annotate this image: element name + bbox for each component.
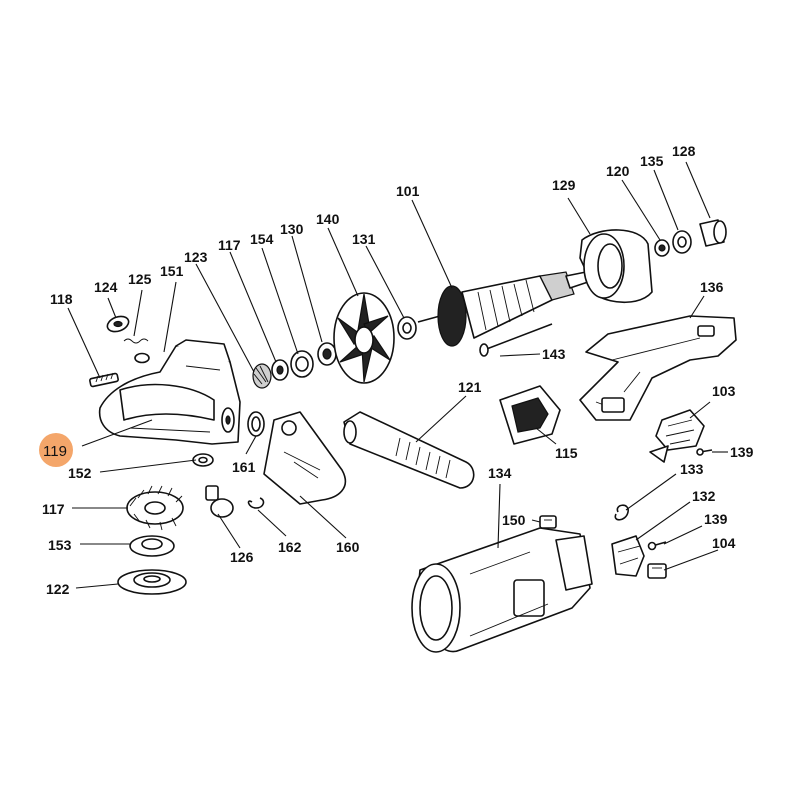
- part-140-fan: [333, 292, 395, 384]
- part-151-washer: [134, 352, 150, 364]
- part-139-screw-upper: [696, 448, 713, 456]
- label-117-lower[interactable]: 117: [42, 501, 65, 517]
- part-101-armature: [417, 271, 589, 347]
- label-115[interactable]: 115: [555, 445, 578, 461]
- part-103-switch: [649, 409, 705, 463]
- part-labels: 118 124 125 151 123 117 154 130 140 131 …: [39, 143, 754, 597]
- part-121-side-handle: [343, 411, 475, 489]
- label-162[interactable]: 162: [278, 539, 302, 555]
- part-131-washer: [397, 316, 417, 340]
- part-120-bearing: [654, 239, 670, 257]
- label-130[interactable]: 130: [280, 221, 304, 237]
- part-117-bearing-upper: [271, 359, 289, 381]
- label-133[interactable]: 133: [680, 461, 704, 477]
- label-150[interactable]: 150: [502, 512, 526, 528]
- highlighted-part-marker[interactable]: 119: [39, 433, 73, 467]
- label-118[interactable]: 118: [50, 291, 73, 307]
- part-150-brush: [539, 515, 557, 529]
- label-139-upper[interactable]: 139: [730, 444, 754, 460]
- label-126[interactable]: 126: [230, 549, 254, 565]
- part-160-guard: [263, 411, 347, 505]
- leader-lines: [67, 161, 728, 589]
- part-152-washer: [192, 453, 214, 467]
- label-153[interactable]: 153: [48, 537, 72, 553]
- label-152[interactable]: 152: [68, 465, 92, 481]
- part-143-screw: [479, 323, 553, 357]
- label-103[interactable]: 103: [712, 383, 736, 399]
- part-139-screw-lower: [647, 541, 667, 551]
- part-104-brush: [647, 563, 667, 579]
- label-123[interactable]: 123: [184, 249, 208, 265]
- part-123-pinion: [252, 363, 272, 389]
- label-101[interactable]: 101: [396, 183, 420, 199]
- highlight-circle: [39, 433, 73, 467]
- part-132-brush-holder: [611, 535, 645, 577]
- part-162-clip: [247, 497, 265, 509]
- label-125[interactable]: 125: [128, 271, 152, 287]
- label-136[interactable]: 136: [700, 279, 724, 295]
- label-134[interactable]: 134: [488, 465, 512, 481]
- label-129[interactable]: 129: [552, 177, 576, 193]
- label-132[interactable]: 132: [692, 488, 716, 504]
- part-130-bushing: [317, 342, 337, 366]
- label-135[interactable]: 135: [640, 153, 664, 169]
- label-104[interactable]: 104: [712, 535, 736, 551]
- part-136-handle-shell: [579, 315, 737, 421]
- part-119-gear-housing: [98, 339, 241, 445]
- part-129-end-cover: [579, 229, 653, 304]
- label-131[interactable]: 131: [352, 231, 376, 247]
- label-154[interactable]: 154: [250, 231, 274, 247]
- label-119[interactable]: 119: [43, 443, 67, 460]
- part-134-motor-housing: [411, 527, 593, 653]
- label-122[interactable]: 122: [46, 581, 70, 597]
- part-161-ring: [247, 411, 265, 437]
- label-124[interactable]: 124: [94, 279, 118, 295]
- label-117-upper[interactable]: 117: [218, 237, 241, 253]
- part-124-nut: [106, 315, 130, 333]
- label-161[interactable]: 161: [232, 459, 256, 475]
- part-115-plate: [499, 385, 561, 445]
- part-126-spindle-lock: [205, 485, 234, 518]
- part-133-clip: [614, 504, 629, 521]
- label-128[interactable]: 128: [672, 143, 696, 159]
- label-140[interactable]: 140: [316, 211, 340, 227]
- part-122-flange-nut: [117, 569, 187, 595]
- part-154-bearing: [290, 350, 314, 378]
- part-128-sleeve: [699, 219, 727, 247]
- part-135-bearing: [672, 230, 692, 254]
- part-118-screw: [89, 372, 119, 388]
- label-139-lower[interactable]: 139: [704, 511, 728, 527]
- label-160[interactable]: 160: [336, 539, 360, 555]
- part-125-spring: [123, 338, 149, 344]
- label-151[interactable]: 151: [160, 263, 184, 279]
- part-117-bevel-gear: [126, 485, 184, 531]
- label-143[interactable]: 143: [542, 346, 566, 362]
- part-153-flange: [129, 535, 175, 557]
- label-121[interactable]: 121: [458, 379, 482, 395]
- label-120[interactable]: 120: [606, 163, 630, 179]
